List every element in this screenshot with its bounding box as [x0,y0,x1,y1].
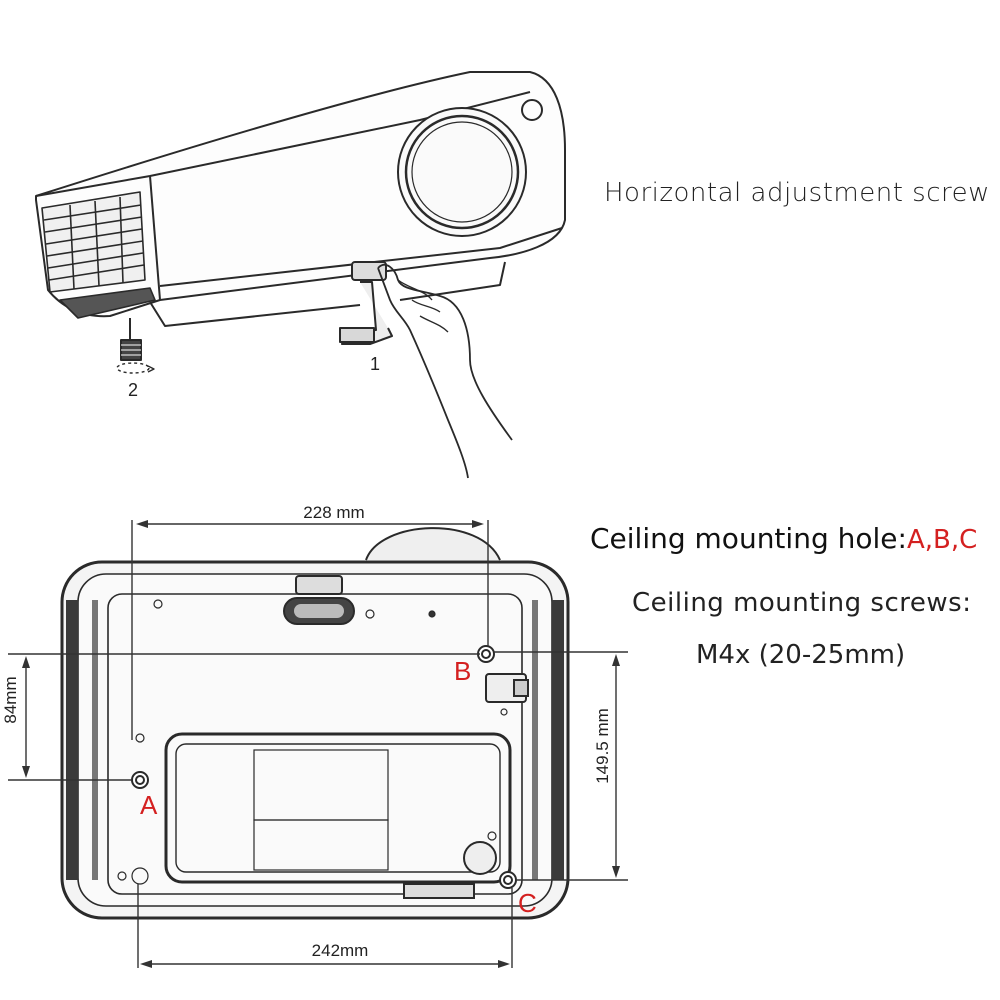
dim-149-label: 149.5 mm [593,708,612,784]
screw-dots [117,599,508,885]
ceiling-mounting-hole-label: Ceiling mounting hole:A,B,C [590,522,977,555]
push-button [351,261,387,281]
left-vent [66,600,98,880]
hole-c-label: C [518,888,537,918]
front-face-edge [149,175,161,301]
dimension-lines [8,520,628,968]
access-panel-inner [175,743,501,873]
lower-rim [159,227,563,287]
hand-fingers [397,279,449,333]
horizontal-adjustment-label: Horizontal adjustment screw [604,178,990,208]
connector-knob [513,679,529,697]
dim-84-label: 84mm [1,676,20,723]
mounting-hole-c [499,871,517,889]
access-panel [164,732,512,884]
ceiling-screws-label: Ceiling mounting screws: [632,588,972,618]
right-vent [532,600,564,880]
ceiling-hole-letters: A,B,C [906,525,978,555]
step-2-label: 2 [128,380,138,400]
lens-glass [411,121,513,223]
foot-pad [339,327,375,343]
lens-bump [365,527,501,561]
dim-228-label: 228 mm [303,503,364,522]
step-1-label: 1 [370,354,380,374]
ceiling-hole-text: Ceiling mounting hole: [590,522,907,555]
rubber-foot [463,841,497,875]
projector-bottom-view [60,527,570,920]
foot-slot-inner [294,604,344,618]
label-plate-bottom [253,819,389,871]
dim-242-label: 242mm [312,941,369,960]
vent-grille [41,191,156,319]
projector-side-view [35,71,566,479]
hole-a-label: A [140,790,158,820]
mounting-hole-b [477,645,495,663]
mounting-hole-a [131,771,149,789]
lens-ring [404,114,520,230]
top-tab [295,575,343,595]
bottom-tab [403,883,475,899]
ir-sensor [521,99,543,121]
top-ridge [35,91,531,197]
lens-housing [397,107,527,237]
rear-adjust-screw [116,318,155,374]
hole-b-label: B [454,656,471,686]
hand-icon [377,263,513,479]
screw-spec-label: M4x (20-25mm) [696,640,906,670]
